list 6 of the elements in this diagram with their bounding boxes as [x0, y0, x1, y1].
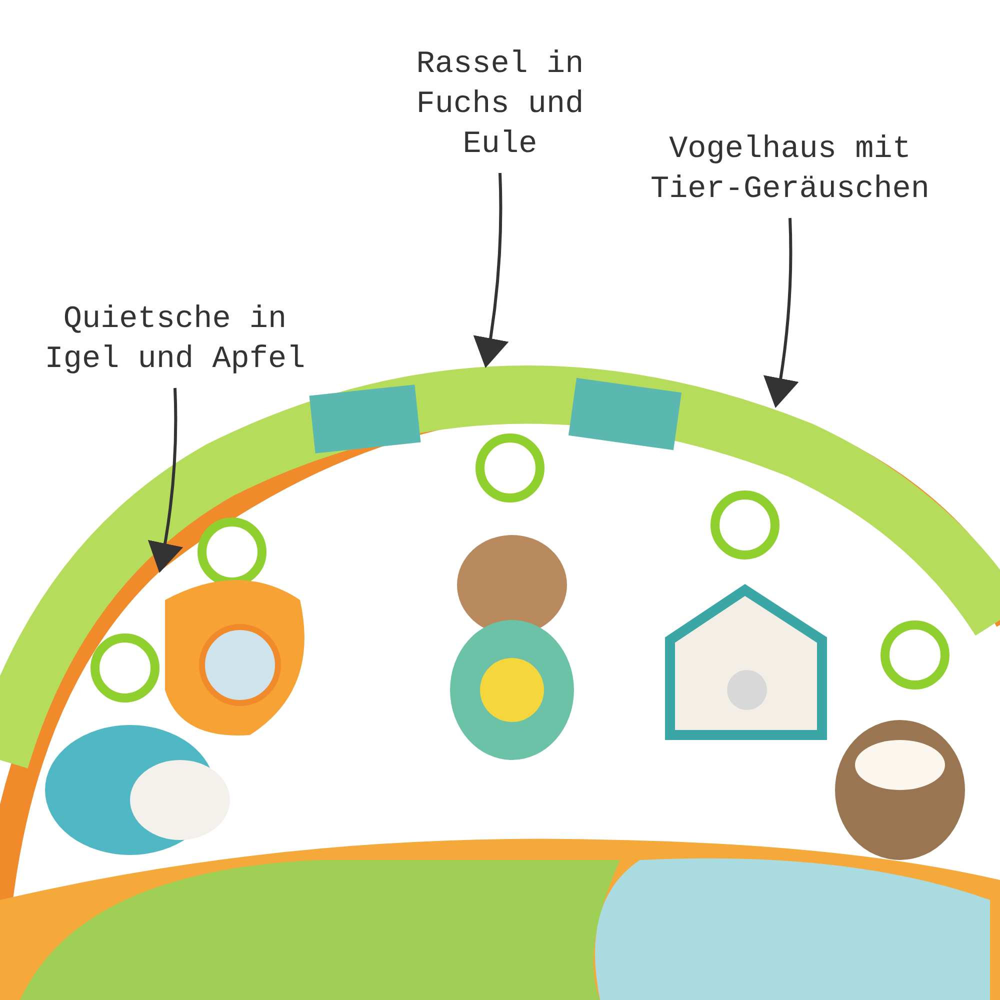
annotation-text: Rassel in Fuchs und Eule	[380, 45, 620, 165]
annotation-text: Vogelhaus mit Tier-Geräuschen	[620, 130, 960, 210]
leader-arrow	[473, 172, 508, 368]
leader-arrow	[763, 218, 799, 408]
annotation-text: Quietsche in Igel und Apfel	[30, 300, 320, 380]
leader-arrow	[148, 388, 183, 573]
